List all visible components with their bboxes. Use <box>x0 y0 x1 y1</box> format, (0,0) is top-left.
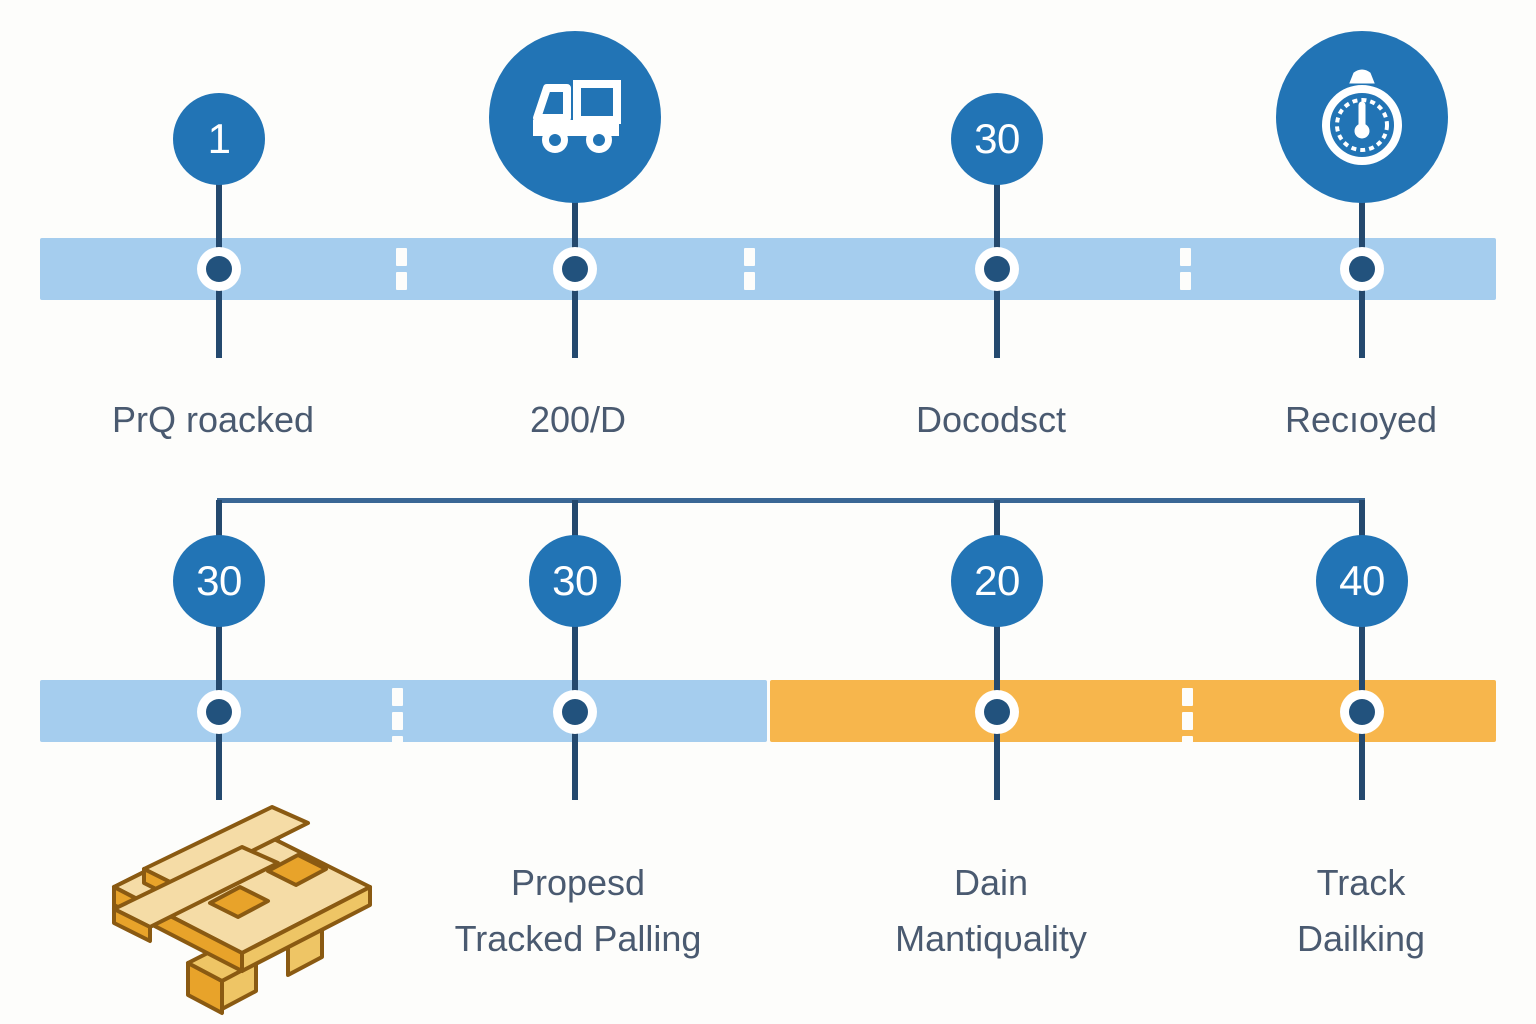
top-node-icon-badge-2[interactable] <box>489 31 661 203</box>
bottom-bar-separator-2 <box>1182 688 1193 706</box>
bottom-node-label-3: Dain Mantiqυality <box>821 855 1161 967</box>
bottom-node-badge-1[interactable]: 30 <box>173 535 265 627</box>
bottom-node-label-2-line2: Tracked Palling <box>454 917 702 959</box>
bottom-node-badge-3[interactable]: 20 <box>951 535 1043 627</box>
top-node-badge-3[interactable]: 30 <box>951 93 1043 185</box>
bottom-bar-dot-3 <box>975 690 1019 734</box>
stopwatch-icon <box>1316 65 1408 169</box>
top-bar-dot-2 <box>553 247 597 291</box>
bottom-node-label-2-line1: Propesd <box>510 862 646 903</box>
top-bar-separator-2 <box>744 248 755 266</box>
bottom-node-stem-1 <box>216 500 222 800</box>
bottom-timeline-bar-orange <box>770 680 1496 742</box>
top-node-badge-1[interactable]: 1 <box>173 93 265 185</box>
top-node-icon-badge-4[interactable] <box>1276 31 1448 203</box>
top-bar-dot-3 <box>975 247 1019 291</box>
truck-icon <box>527 78 623 156</box>
bottom-bar-dot-1 <box>197 690 241 734</box>
bottom-node-label-2: Propesd Tracked Palling <box>408 855 748 967</box>
bottom-node-label-4-line2: Dailking <box>1296 917 1426 959</box>
bottom-node-stem-4 <box>1359 500 1365 800</box>
top-node-stem-4 <box>1359 120 1365 358</box>
bottom-node-label-3-line1: Dain <box>953 862 1029 903</box>
top-timeline-bar <box>40 238 1496 300</box>
bottom-nodes-bracket <box>217 498 1365 542</box>
pallet-illustration <box>92 795 392 1022</box>
top-bar-separator-2 <box>744 272 755 290</box>
bottom-node-stem-2 <box>572 500 578 800</box>
top-node-label-4: Recıoyed <box>1284 399 1438 440</box>
top-node-label-3: Docodsct <box>915 399 1067 440</box>
bottom-bar-separator-1 <box>392 736 403 754</box>
bottom-node-label-4: Track Dailking <box>1211 855 1511 967</box>
bottom-node-label-3-line2: Mantiqυality <box>895 917 1087 959</box>
bottom-node-stem-3 <box>994 500 1000 800</box>
top-bar-separator-3 <box>1180 248 1191 266</box>
bottom-bar-separator-2 <box>1182 712 1193 730</box>
bottom-bar-dot-2 <box>553 690 597 734</box>
top-bar-dot-1 <box>197 247 241 291</box>
top-node-label-1: PrQ roacked <box>111 399 315 440</box>
bottom-timeline-bar-blue <box>40 680 767 742</box>
top-bar-separator-3 <box>1180 272 1191 290</box>
top-bar-dot-4 <box>1340 247 1384 291</box>
bottom-node-label-4-line1: Track <box>1316 862 1406 903</box>
bottom-bar-dot-4 <box>1340 690 1384 734</box>
bottom-bar-separator-1 <box>392 712 403 730</box>
bottom-node-badge-2[interactable]: 30 <box>529 535 621 627</box>
top-bar-separator-1 <box>396 272 407 290</box>
top-bar-separator-1 <box>396 248 407 266</box>
top-node-label-2: 200/D <box>529 399 627 440</box>
bottom-bar-separator-2 <box>1182 736 1193 754</box>
bottom-bar-separator-1 <box>392 688 403 706</box>
bottom-node-badge-4[interactable]: 40 <box>1316 535 1408 627</box>
